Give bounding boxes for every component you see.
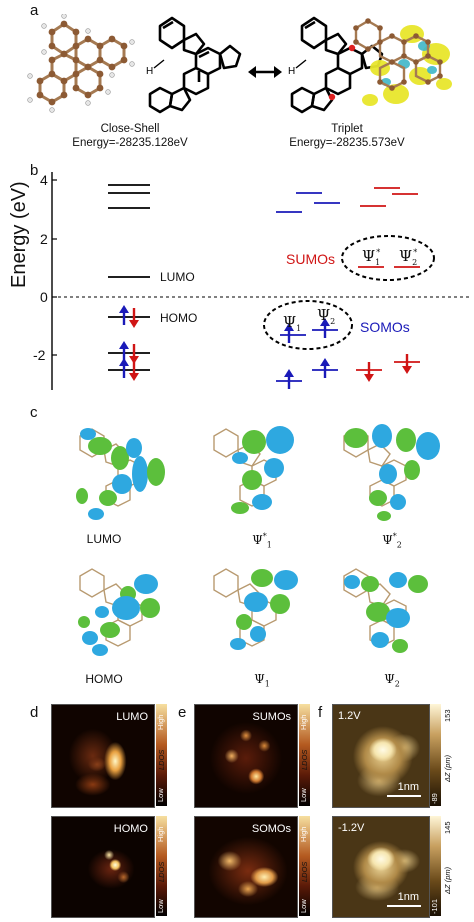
ldos-homo-label: HOMO <box>113 823 148 835</box>
energy-axis-label: Energy (eV) <box>8 181 30 288</box>
ldos-map-somos: SOMOs <box>194 816 298 918</box>
ldos-e-bottom-low: Low <box>299 899 308 913</box>
dz-bottom-quantity: ΔZ (pm) <box>443 866 452 894</box>
orbital-homo <box>78 568 160 656</box>
caption-psi2-star: Ψ*2 <box>382 532 402 550</box>
ldos-colorbar-d-top <box>156 704 167 806</box>
dz-bottom-min: -101 <box>430 898 439 914</box>
psi1-label: Ψ1 <box>283 313 302 333</box>
ldos-colorbar-e-bottom <box>299 816 310 916</box>
ldos-sumos-label: SUMOs <box>252 711 292 723</box>
ldos-d-top-low: Low <box>156 788 165 802</box>
resonance-arrow <box>248 66 282 78</box>
ldos-d-bottom-high: High <box>156 826 165 842</box>
closed-shell-title: Close-Shell <box>100 123 160 135</box>
ldos-e-top-low: Low <box>299 788 308 802</box>
closed-shell-energy: Energy=-28235.128eV <box>72 137 188 149</box>
dz-colorbar-bottom <box>430 816 441 916</box>
dz-top-min: -89 <box>430 793 439 804</box>
spin-density-model-triplet <box>353 18 452 106</box>
svg-text:H: H <box>288 66 295 77</box>
ldos-somos-label: SOMOs <box>251 823 291 835</box>
ldos-map-homo: HOMO <box>51 816 155 918</box>
stm-bottom-scale-bar <box>387 905 421 907</box>
ldos-d-bottom-low: Low <box>156 899 165 913</box>
panel-label-e: e <box>178 704 187 721</box>
homo-label: HOMO <box>160 311 198 325</box>
structure-triplet: H <box>288 16 384 114</box>
dz-bottom-max: 145 <box>443 821 452 834</box>
stm-top-scale-bar <box>387 795 421 797</box>
stm-bottom-scale-label: 1nm <box>397 891 419 903</box>
orbital-psi2 <box>343 568 428 653</box>
dz-top-max: 153 <box>443 709 452 722</box>
psi2-star-label: Ψ2* <box>399 247 418 267</box>
structure-closed-shell: H <box>146 16 242 114</box>
y-tick-neg2: -2 <box>33 347 46 363</box>
ldos-d-top-quantity: LDOS <box>157 749 166 770</box>
stm-top-scale-label: 1nm <box>397 781 419 793</box>
caption-psi1: Ψ1 <box>254 672 270 689</box>
somos-label: SOMOs <box>360 319 410 335</box>
stm-topography-positive-bias: 1.2V 1nm <box>332 704 430 808</box>
ldos-map-lumo: LUMO <box>51 704 155 808</box>
caption-psi1-star: Ψ*1 <box>252 532 272 550</box>
ldos-colorbar-d-bottom <box>156 816 167 916</box>
caption-lumo: LUMO <box>86 532 122 546</box>
energy-level-diagram <box>51 172 470 390</box>
ldos-e-bottom-quantity: LDOS <box>300 861 309 882</box>
dz-colorbar-top <box>430 704 441 806</box>
stm-bottom-bias-label: -1.2V <box>338 822 365 834</box>
ldos-e-top-quantity: LDOS <box>300 749 309 770</box>
psi2-label: Ψ2 <box>317 306 336 326</box>
caption-homo: HOMO <box>85 672 123 686</box>
ldos-map-sumos: SUMOs <box>194 704 298 808</box>
orbital-psi1-star <box>213 426 294 514</box>
stm-topography-negative-bias: -1.2V 1nm <box>332 816 430 918</box>
ldos-d-bottom-quantity: LDOS <box>157 861 166 882</box>
y-tick-0: 0 <box>40 289 48 305</box>
dz-top-quantity: ΔZ (pm) <box>443 754 452 782</box>
panel-label-f: f <box>318 704 323 721</box>
somos-ellipse <box>263 300 353 350</box>
y-tick-2: 2 <box>40 231 48 247</box>
triplet-energy: Energy=-28235.573eV <box>289 137 405 149</box>
ldos-e-bottom-high: High <box>299 826 308 842</box>
sumos-label: SUMOs <box>286 251 335 267</box>
orbital-psi2-star <box>343 424 440 521</box>
ldos-colorbar-e-top <box>299 704 310 806</box>
stm-top-bias-label: 1.2V <box>338 710 361 722</box>
panel-label-d: d <box>30 704 39 721</box>
triplet-title: Triplet <box>331 123 363 135</box>
orbital-psi1 <box>213 568 298 650</box>
ldos-lumo-label: LUMO <box>116 711 148 723</box>
closed-shell-caption: Close-Shell Energy=-28235.128eV <box>55 122 205 150</box>
y-tick-4: 4 <box>40 172 48 188</box>
caption-psi2: Ψ2 <box>384 672 400 689</box>
lumo-label: LUMO <box>160 270 195 284</box>
ball-stick-model-closed-shell <box>27 14 135 113</box>
psi1-star-label: Ψ1* <box>362 247 381 267</box>
sumos-ellipse <box>341 235 435 281</box>
panel-label-c: c <box>30 404 38 421</box>
triplet-caption: Triplet Energy=-28235.573eV <box>272 122 422 150</box>
orbital-lumo <box>76 428 165 520</box>
panel-label-b: b <box>30 162 39 179</box>
ldos-e-top-high: High <box>299 714 308 730</box>
ldos-d-top-high: High <box>156 714 165 730</box>
panel-label-a: a <box>30 2 39 19</box>
svg-text:H: H <box>146 66 153 77</box>
